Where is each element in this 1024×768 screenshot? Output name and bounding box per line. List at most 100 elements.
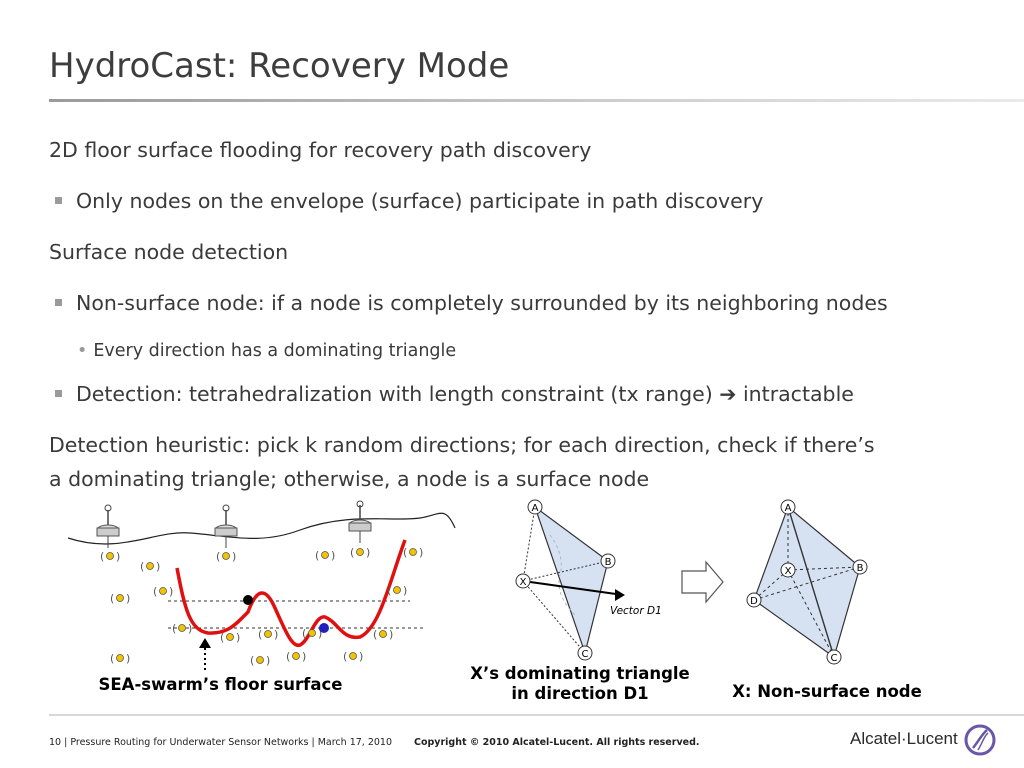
svg-text:): ) — [403, 584, 407, 597]
bullet-envelope: Only nodes on the envelope (surface) par… — [55, 184, 763, 218]
sensor-node-icon: () — [315, 549, 335, 562]
bullet-non-surface: Non-surface node: if a node is completel… — [55, 286, 888, 320]
svg-text:): ) — [266, 654, 270, 667]
svg-text:(: ( — [172, 622, 176, 635]
sensor-node-icon: () — [220, 631, 240, 644]
buoy-icon — [96, 504, 120, 548]
svg-text:): ) — [419, 546, 423, 559]
non-surface-caption: X: Non-surface node — [732, 682, 922, 701]
vertex-a-label: A — [532, 503, 539, 514]
brand-wordmark: Alcatel·Lucent — [850, 729, 958, 748]
svg-text:(: ( — [302, 627, 306, 640]
svg-text:(: ( — [387, 584, 391, 597]
tetrahedron-shape — [753, 505, 861, 658]
sensor-node-icon: () — [216, 550, 236, 563]
heading-floor-flooding: 2D floor surface flooding for recovery p… — [49, 138, 592, 162]
vertex-b-label: B — [605, 557, 612, 568]
svg-text:(: ( — [220, 631, 224, 644]
svg-text:): ) — [188, 622, 192, 635]
dot-bullet-icon: • — [77, 341, 88, 361]
svg-text:): ) — [116, 550, 120, 563]
sensor-node-icon: () — [100, 550, 120, 563]
vertex-x-label: X — [520, 577, 527, 588]
sensor-node-icon: () — [373, 628, 393, 641]
svg-text:(: ( — [153, 585, 157, 598]
vertex-b-label: B — [857, 563, 864, 574]
right-arrow-icon: ➔ — [719, 382, 737, 406]
svg-text:(: ( — [373, 628, 377, 641]
non-surface-node-figure: A B C D X — [746, 499, 868, 665]
svg-text:(: ( — [250, 654, 254, 667]
svg-text:): ) — [236, 631, 240, 644]
water-surface-line — [67, 512, 456, 545]
sensor-nodes: ()()()()()()()()()()()()()()()()()() — [100, 546, 423, 667]
swarm-caption: SEA-swarm’s floor surface — [98, 675, 343, 694]
highlighted-node-icon — [319, 623, 329, 633]
svg-text:): ) — [232, 550, 236, 563]
sensor-node-icon: () — [172, 622, 192, 635]
vector-d1-arrow — [522, 580, 624, 596]
svg-text:(: ( — [315, 549, 319, 562]
heuristic-line-1: Detection heuristic: pick k random direc… — [49, 433, 875, 457]
bullet-detection-result: intractable — [742, 382, 854, 406]
vertex-a-label: A — [785, 503, 792, 514]
sensor-node-icon: () — [286, 650, 306, 663]
swarm-floor-figure: ()()()()()()()()()()()()()()()()()() — [67, 500, 456, 670]
sensor-node-icon: () — [153, 585, 173, 598]
title-divider — [49, 99, 1024, 102]
reference-node-icon — [243, 595, 253, 605]
svg-text:): ) — [126, 592, 130, 605]
sub-bullet-dominating: •Every direction has a dominating triang… — [77, 338, 456, 364]
buoy-icon — [214, 504, 238, 548]
slide-title: HydroCast: Recovery Mode — [49, 46, 510, 86]
svg-text:(: ( — [343, 650, 347, 663]
svg-text:(: ( — [100, 550, 104, 563]
block-arrow-icon — [681, 560, 724, 604]
sub-bullet-dominating-text: Every direction has a dominating triangl… — [93, 341, 457, 361]
heading-surface-detection: Surface node detection — [49, 240, 289, 264]
sensor-node-icon: () — [110, 592, 130, 605]
square-bullet-icon — [55, 389, 62, 397]
buoy-icon — [348, 500, 372, 543]
sensor-node-icon: () — [258, 628, 278, 641]
heuristic-line-2: a dominating triangle; otherwise, a node… — [49, 467, 650, 491]
arrow-head-icon — [199, 638, 211, 648]
svg-text:): ) — [318, 627, 322, 640]
sensor-node-icon: () — [140, 560, 160, 573]
svg-text:(: ( — [258, 628, 262, 641]
bullet-detection: Detection: tetrahedralization with lengt… — [55, 377, 854, 411]
svg-text:): ) — [389, 628, 393, 641]
triangle-caption-line-2: in direction D1 — [511, 684, 649, 703]
dominating-triangle-figure: A B C X Vector D1 — [515, 499, 662, 661]
sensor-node-icon: () — [343, 650, 363, 663]
footer-page-info: 10 | Pressure Routing for Underwater Sen… — [49, 737, 393, 748]
vertex-c-label: C — [582, 649, 589, 660]
svg-text:): ) — [366, 546, 370, 559]
svg-text:(: ( — [140, 560, 144, 573]
svg-text:): ) — [274, 628, 278, 641]
bullet-non-surface-text: Non-surface node: if a node is completel… — [76, 291, 888, 315]
sensor-node-icon: () — [403, 546, 423, 559]
sensor-node-icon: () — [387, 584, 407, 597]
svg-text:): ) — [156, 560, 160, 573]
svg-text:(: ( — [110, 592, 114, 605]
svg-text:(: ( — [350, 546, 354, 559]
alcatel-lucent-logo-icon — [964, 724, 996, 756]
triangle-caption-line-1: X’s dominating triangle — [470, 664, 690, 683]
bullet-envelope-text: Only nodes on the envelope (surface) par… — [76, 189, 764, 213]
floor-surface-curve — [175, 539, 407, 647]
sensor-node-icon: () — [250, 654, 270, 667]
bullet-detection-text: Detection: tetrahedralization with lengt… — [76, 382, 713, 406]
svg-text:): ) — [169, 585, 173, 598]
svg-text:(: ( — [286, 650, 290, 663]
sensor-node-icon: () — [110, 652, 130, 665]
vertex-c-label: C — [831, 653, 838, 664]
sensor-node-icon: () — [302, 627, 322, 640]
dominating-triangle — [533, 505, 609, 656]
svg-text:): ) — [302, 650, 306, 663]
square-bullet-icon — [55, 196, 62, 204]
vertex-x-label: X — [785, 566, 792, 577]
vertex-d-label: D — [750, 596, 758, 607]
svg-text:): ) — [359, 650, 363, 663]
